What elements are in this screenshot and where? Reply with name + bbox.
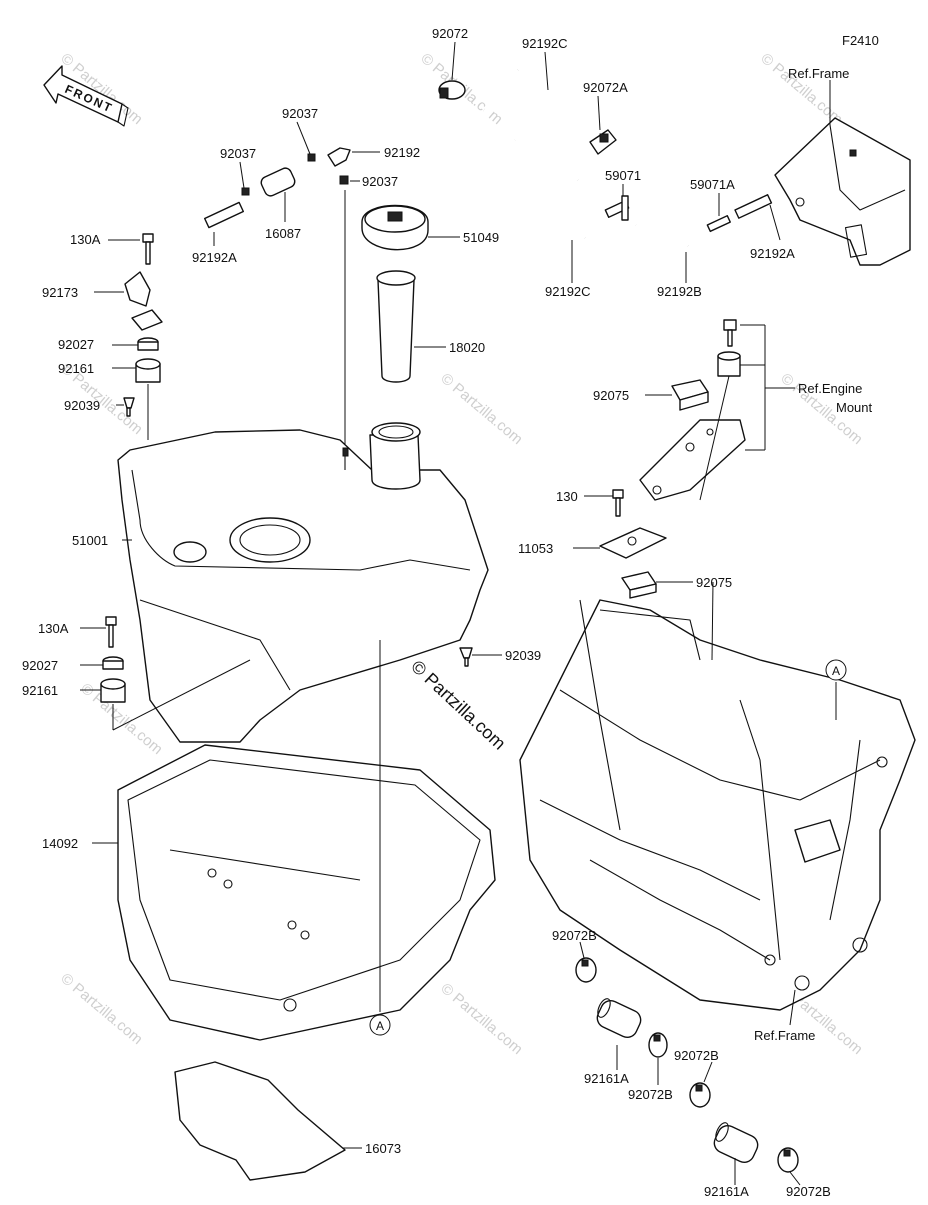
collar-engine-mount-icon [717,351,741,377]
label-92192c-bottom: 92192C [545,284,591,299]
filter-16087-icon [260,167,296,197]
fuel-cap-51049-icon [361,204,429,251]
ref-engine-mount-line2: Mount [836,400,873,415]
damper-92161-top-icon [135,358,161,383]
label-92075-top: 92075 [593,388,629,403]
joint-59071a-icon [706,215,731,233]
label-92027-top: 92027 [58,337,94,352]
frame-top-ref-icon [774,117,911,266]
bolt-130a-top-icon [142,233,154,265]
label-92192c-top: 92192C [522,36,568,51]
label-92072b-b: 92072B [674,1048,719,1063]
label-92192a-right: 92192A [750,246,795,261]
label-92037-a: 92037 [282,106,318,121]
clip-92037-c-icon [339,175,349,185]
callout-a-right-label: A [832,664,840,678]
watermark: © Partzilla.com [437,980,525,1058]
fitting-92192a-right-icon [734,194,773,219]
label-92027-bottom: 92027 [22,658,58,673]
label-92192: 92192 [384,145,420,160]
label-92173: 92173 [42,285,78,300]
clamp-92072-icon [438,80,466,100]
pad-92075-top-icon [671,379,709,411]
label-18020: 18020 [449,340,485,355]
hose-92192c-icon [464,67,587,242]
label-130: 130 [556,489,578,504]
filler-tube-18020-icon [376,270,416,383]
ref-engine-mount-line1: Ref.Engine [798,381,862,396]
label-51001: 51001 [72,533,108,548]
bracket-92173-icon [124,271,163,331]
pad-92075-mid-icon [621,571,657,599]
label-130a-top: 130A [70,232,101,247]
label-92161-bottom: 92161 [22,683,58,698]
joint-59071-icon [604,195,630,221]
damper-92161a-a-icon [596,998,642,1038]
callout-labels: 92072 92192C 92072A 92037 92037 92192 92… [22,26,831,1199]
label-92161a-a: 92161A [584,1071,629,1086]
label-51049: 51049 [463,230,499,245]
label-14092: 14092 [42,836,78,851]
label-92039-left: 92039 [64,398,100,413]
hose-92192b-icon [634,221,691,250]
callout-a-center: A [369,1014,391,1036]
label-92075-mid: 92075 [696,575,732,590]
label-92072: 92072 [432,26,468,41]
damper-92161-bottom-icon [100,678,126,703]
label-92037-b: 92037 [220,146,256,161]
label-59071a: 59071A [690,177,735,192]
figure-code: F2410 [842,33,879,48]
hose-92192-icon [327,147,351,167]
label-92072b-d: 92072B [786,1184,831,1199]
label-16087: 16087 [265,226,301,241]
label-92039-right: 92039 [505,648,541,663]
label-130a-bottom: 130A [38,621,69,636]
label-11053: 11053 [518,541,553,556]
clamp-92072b-c-icon [689,1082,711,1108]
bolt-130a-bottom-icon [105,616,117,648]
bolt-130-icon [612,489,624,517]
clip-92039-left-icon [123,397,135,417]
clamp-92072b-b-icon [648,1032,668,1058]
callout-a-right: A [825,659,847,681]
label-16073: 16073 [365,1141,401,1156]
label-92072a: 92072A [583,80,628,95]
watermark: © Partzilla.com [437,370,525,448]
fuel-tank-51001-icon [117,422,489,743]
heat-shield-16073-icon [174,1061,346,1181]
clamp-92072a-icon [589,129,617,155]
label-59071: 59071 [605,168,641,183]
label-92192a-left: 92192A [192,250,237,265]
clip-92037-b-icon [307,153,316,162]
watermark: © Partzilla.com [757,50,845,128]
label-92072b-a: 92072B [552,928,597,943]
watermark-center: © Partzilla.com [407,656,509,753]
callout-a-center-label: A [376,1019,384,1033]
frame-main-ref-icon [519,599,916,1011]
tank-tray-14092-icon [117,744,496,1041]
plate-11053-icon [599,527,667,559]
collar-92027-top-icon [137,337,159,351]
label-92161a-b: 92161A [704,1184,749,1199]
label-92192b: 92192B [657,284,702,299]
clip-92039-right-icon [459,647,473,667]
watermark: © Partzilla.com [57,970,145,1048]
ref-frame-bottom: Ref.Frame [754,1028,815,1043]
label-92072b-c: 92072B [628,1087,673,1102]
damper-92161a-b-icon [713,1122,759,1163]
label-92037-c: 92037 [362,174,398,189]
fitting-92192a-left-icon [203,201,245,229]
clamp-92072b-d-icon [777,1147,799,1173]
clamp-92072b-a-icon [575,957,597,983]
ref-frame-top: Ref.Frame [788,66,849,81]
engine-mount-bracket-icon [639,419,746,501]
clip-92037-a-icon [241,187,250,196]
collar-92027-bottom-icon [102,656,124,670]
label-92161-top: 92161 [58,361,94,376]
leader-lines [80,41,837,1186]
bolt-engine-mount-icon [723,319,737,347]
